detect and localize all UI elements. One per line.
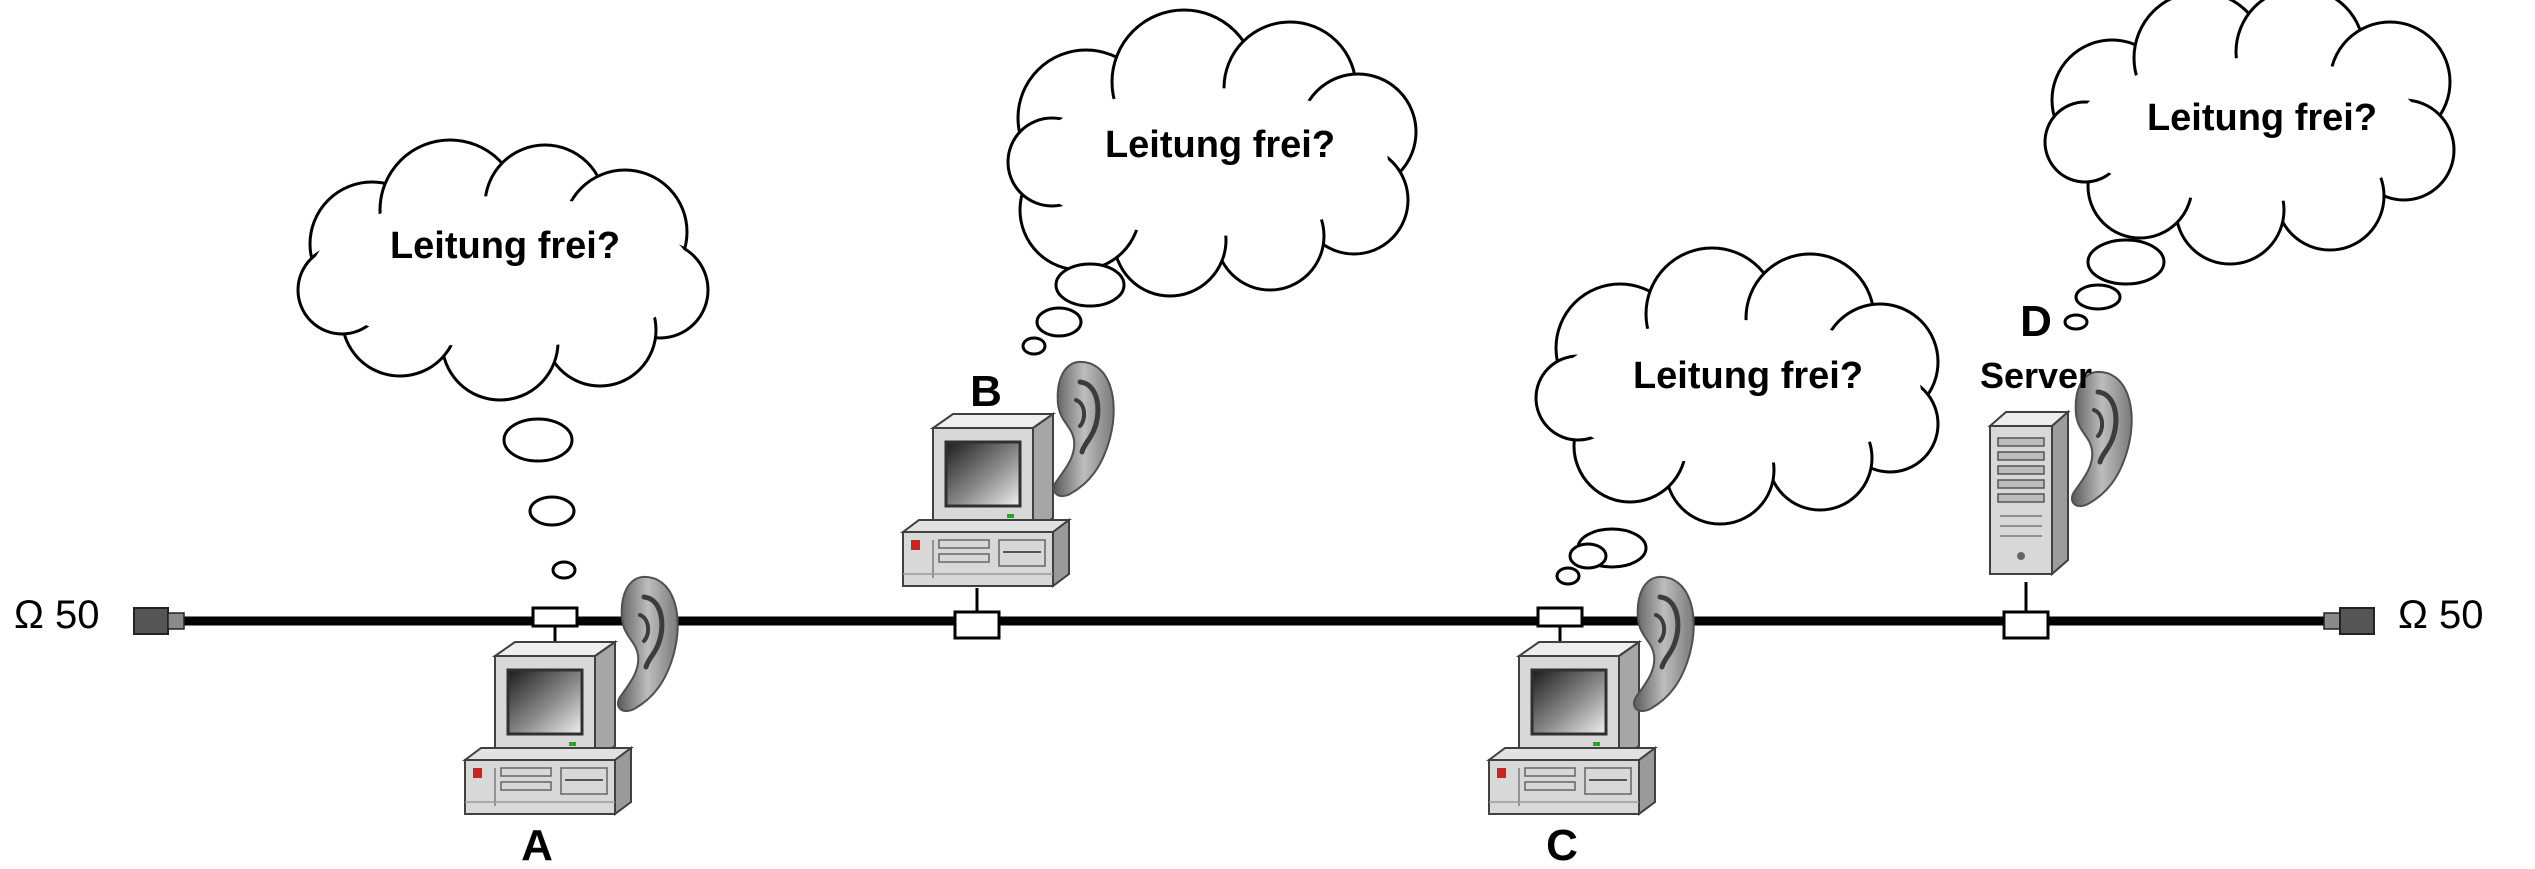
station-d: D Server (1980, 297, 2132, 640)
thought-text-b: Leitung frei? (1105, 124, 1335, 166)
bnc-terminator-icon (2323, 607, 2375, 635)
thought-text-c: Leitung frei? (1633, 355, 1863, 397)
t-connector-icon (2002, 610, 2050, 640)
thought-text-d: Leitung frei? (2147, 97, 2377, 139)
station-a: A (463, 577, 678, 869)
ear-icon (618, 577, 678, 711)
thought-cloud-a: Leitung frei? (296, 138, 710, 580)
ear-icon (1054, 362, 1114, 496)
thought-cloud-b: Leitung frei? (1006, 8, 1418, 356)
desktop-computer-icon (463, 640, 633, 816)
desktop-computer-icon (1487, 640, 1657, 816)
terminator-left-label: Ω 50 (14, 593, 100, 637)
t-connector-icon (1536, 606, 1584, 628)
thought-cloud-c: Leitung frei? (1534, 246, 1940, 586)
station-label-d: D (2020, 297, 2052, 346)
terminator-right-label: Ω 50 (2398, 593, 2484, 637)
thought-text-a: Leitung frei? (390, 225, 620, 267)
station-sublabel-d: Server (1980, 355, 2092, 396)
station-label-a: A (521, 821, 553, 869)
station-label-c: C (1546, 821, 1578, 869)
station-b: B (901, 362, 1114, 640)
tower-server-icon (1989, 411, 2069, 575)
station-c: C (1487, 577, 1694, 869)
desktop-computer-icon (901, 412, 1071, 588)
thought-cloud-d: Leitung frei? (2043, 0, 2456, 331)
bnc-terminator-icon (133, 607, 185, 635)
t-connector-icon (531, 606, 579, 628)
station-label-b: B (970, 367, 1002, 416)
ear-icon (1634, 577, 1694, 711)
t-connector-icon (953, 610, 1001, 640)
